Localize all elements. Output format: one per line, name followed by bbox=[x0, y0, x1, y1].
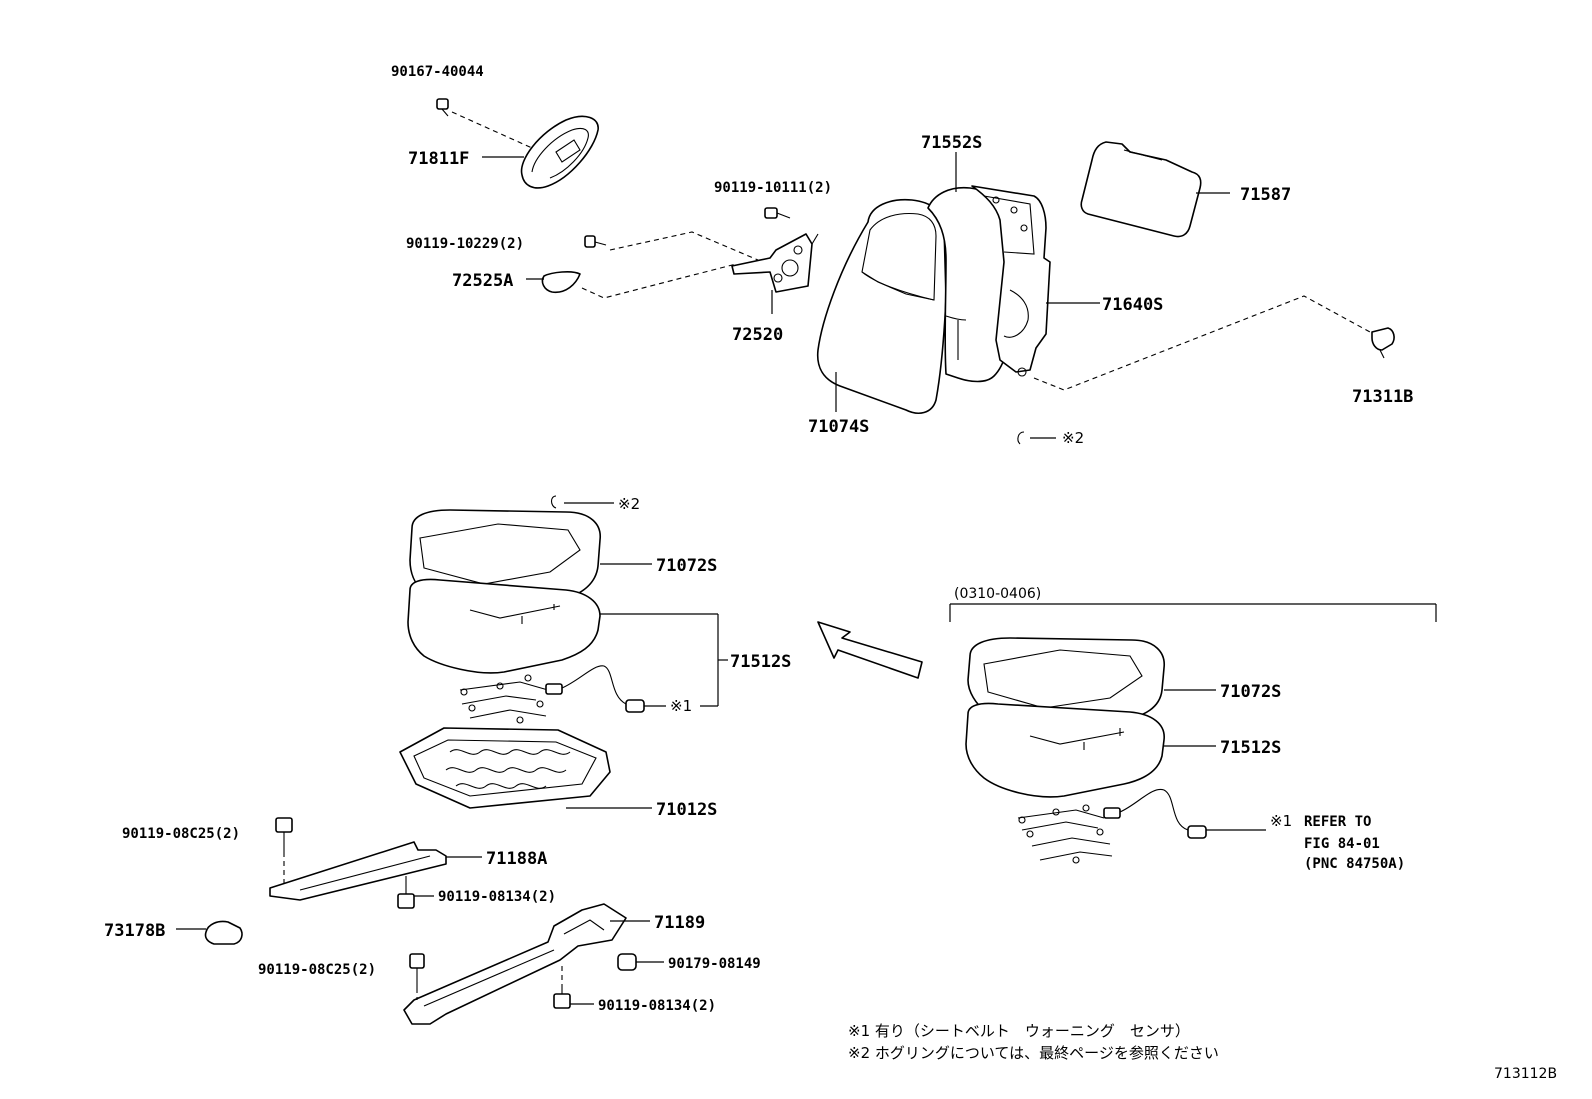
hog-ring-lower bbox=[550, 495, 614, 509]
label-72520: 72520 bbox=[732, 325, 783, 345]
label-90167-40044: 90167-40044 bbox=[391, 64, 484, 80]
label-90119-08134-b: 90119-08134(2) bbox=[598, 998, 716, 1014]
footnote-1: ※1 有り（シートベルト ウォーニング センサ） bbox=[848, 1022, 1190, 1040]
seatback-frame-71640S bbox=[971, 185, 1051, 377]
bolt-90119-08134-a bbox=[397, 876, 434, 909]
bolt-90119-08C25-a bbox=[275, 817, 293, 884]
label-90119-10111: 90119-10111(2) bbox=[714, 180, 832, 196]
label-71552S: 71552S bbox=[921, 133, 982, 153]
illustration-id: 713112B bbox=[1494, 1066, 1557, 1082]
bolt-90119-08134-b bbox=[553, 966, 594, 1009]
hog-ring-upper bbox=[1017, 431, 1056, 445]
bolt-90119-10111 bbox=[764, 207, 791, 219]
label-refer-line2: FIG 84-01 bbox=[1304, 836, 1380, 852]
seatback-board-71587 bbox=[1080, 141, 1202, 238]
nut-90179-08149 bbox=[617, 953, 664, 971]
label-90119-08C25-b: 90119-08C25(2) bbox=[258, 962, 376, 978]
headrest-cover-71811F bbox=[520, 115, 599, 189]
bracket-71512S bbox=[600, 613, 728, 707]
label-sensor-ref-right: ※1 bbox=[1270, 812, 1292, 830]
label-71512S-alt: 71512S bbox=[1220, 738, 1281, 758]
label-71512S: 71512S bbox=[730, 652, 791, 672]
label-71587: 71587 bbox=[1240, 185, 1291, 205]
label-90119-10229: 90119-10229(2) bbox=[406, 236, 524, 252]
rail-71189 bbox=[403, 903, 650, 1025]
date-range-bracket bbox=[949, 603, 1437, 622]
clip-71311B bbox=[1371, 327, 1395, 359]
label-71012S: 71012S bbox=[656, 800, 717, 820]
label-71188A: 71188A bbox=[486, 849, 547, 869]
recliner-72520 bbox=[731, 233, 819, 293]
label-71189: 71189 bbox=[654, 913, 705, 933]
seat-sensor-right bbox=[1017, 788, 1266, 864]
substitute-arrow bbox=[817, 621, 923, 679]
label-90179-08149: 90179-08149 bbox=[668, 956, 761, 972]
knob-72525A bbox=[541, 271, 581, 294]
label-71811F: 71811F bbox=[408, 149, 469, 169]
label-refer-line1: REFER TO bbox=[1304, 814, 1371, 830]
rail-71188A bbox=[269, 841, 482, 901]
label-71072S-alt: 71072S bbox=[1220, 682, 1281, 702]
seat-pad-71512S bbox=[407, 578, 601, 674]
label-72525A: 72525A bbox=[452, 271, 513, 291]
label-sensor-ref-left: ※1 bbox=[670, 697, 692, 715]
seatback-cushion-71074S bbox=[816, 198, 947, 414]
clip-90167-40044 bbox=[436, 98, 449, 117]
label-ring-ref-lower: ※2 bbox=[618, 495, 640, 513]
footnote-2: ※2 ホグリングについては、最終ページを参照ください bbox=[848, 1044, 1219, 1062]
label-date-range: (0310-0406) bbox=[954, 586, 1041, 602]
label-71074S: 71074S bbox=[808, 417, 869, 437]
bolt-90119-08C25-b bbox=[409, 953, 425, 1000]
label-refer-line3: (PNC 84750A) bbox=[1304, 856, 1405, 872]
seat-pad-71512S-alt bbox=[965, 702, 1165, 798]
seat-frame-71012S bbox=[399, 727, 611, 809]
cover-73178B bbox=[176, 920, 243, 945]
label-71072S: 71072S bbox=[656, 556, 717, 576]
label-90119-08134-a: 90119-08134(2) bbox=[438, 889, 556, 905]
label-90119-08C25-a: 90119-08C25(2) bbox=[122, 826, 240, 842]
label-71311B: 71311B bbox=[1352, 387, 1413, 407]
seatback-pad-71552S bbox=[927, 186, 1011, 383]
bolt-90119-10229 bbox=[584, 235, 607, 248]
label-71640S: 71640S bbox=[1102, 295, 1163, 315]
seat-sensor-left bbox=[459, 665, 666, 724]
label-73178B: 73178B bbox=[104, 921, 165, 941]
label-ring-ref-upper: ※2 bbox=[1062, 429, 1084, 447]
